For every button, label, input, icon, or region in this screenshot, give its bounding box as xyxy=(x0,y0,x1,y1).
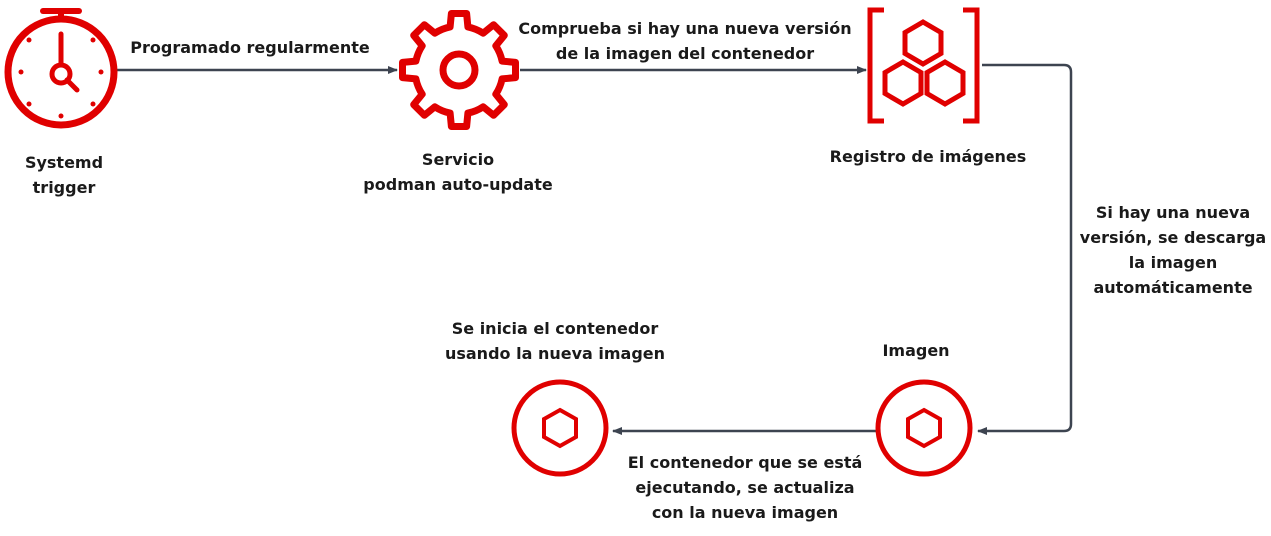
label-line: Comprueba si hay una nueva versión xyxy=(518,19,852,38)
edge-scheduled-label: Programado regularmente xyxy=(120,35,380,60)
label-line: Programado regularmente xyxy=(130,38,370,57)
systemd-trigger-label: Systemd trigger xyxy=(0,150,128,200)
container-registry-icon xyxy=(867,7,980,124)
edge-update-label: El contenedor que se está ejecutando, se… xyxy=(615,450,875,525)
edge-check-label: Comprueba si hay una nueva versión de la… xyxy=(500,16,870,66)
image-hexagon-icon xyxy=(875,379,973,477)
label-line: automáticamente xyxy=(1093,278,1253,297)
edge-download-label: Si hay una nueva versión, se descarga la… xyxy=(1076,200,1270,300)
label-line: versión, se descarga xyxy=(1079,228,1267,247)
label-line: ejecutando, se actualiza xyxy=(635,478,855,497)
image-label: Imagen xyxy=(846,338,986,363)
label-line: El contenedor que se está xyxy=(627,453,863,472)
label-line: Se inicia el contenedor xyxy=(451,319,659,338)
service-label: Servicio podman auto-update xyxy=(338,147,578,197)
stopwatch-icon xyxy=(4,8,118,129)
container-label: Se inicia el contenedor usando la nueva … xyxy=(415,316,695,366)
gear-icon xyxy=(399,10,519,130)
label-line: Servicio xyxy=(421,150,495,169)
label-line: Registro de imágenes xyxy=(829,147,1027,166)
label-line: Si hay una nueva xyxy=(1095,203,1251,222)
label-line: trigger xyxy=(32,178,96,197)
label-line: podman auto-update xyxy=(363,175,553,194)
registry-label: Registro de imágenes xyxy=(808,144,1048,169)
container-hexagon-icon xyxy=(511,379,609,477)
label-line: usando la nueva imagen xyxy=(444,344,666,363)
label-line: Imagen xyxy=(882,341,950,360)
label-line: de la imagen del contenedor xyxy=(555,44,815,63)
edge-download-arrow xyxy=(977,63,1073,435)
label-line: con la nueva imagen xyxy=(651,503,839,522)
label-line: Systemd xyxy=(24,153,104,172)
label-line: la imagen xyxy=(1128,253,1218,272)
